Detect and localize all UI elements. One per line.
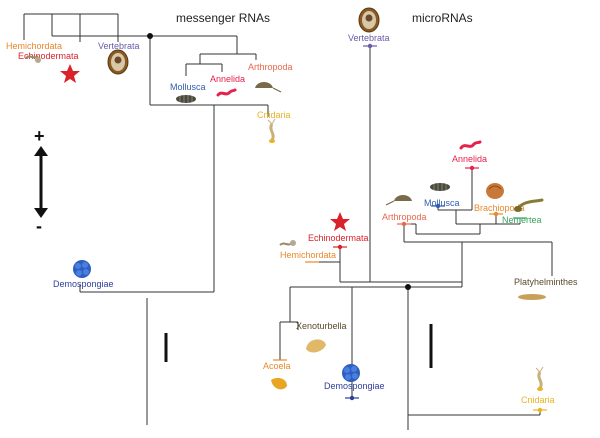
mrna-scale-indicator: + - (34, 126, 48, 236)
mirna-label-annelida: Annelida (452, 154, 487, 164)
mirna-label-echinodermata: Echinodermata (308, 233, 369, 243)
mrna-cnidaria-hydra-picture (267, 118, 276, 143)
mirna-xenoturbella-picture (306, 339, 326, 353)
mirna-label-nemertea: Nemertea (502, 215, 542, 225)
mrna-label-echinodermata: Echinodermata (18, 51, 79, 61)
mirna-label-xenoturbella: Xenoturbella (296, 321, 347, 331)
mrna-title: messenger RNAs (176, 11, 270, 25)
mirna-hemichordata-worm-picture (279, 240, 296, 246)
scale-plus-symbol: + (34, 126, 45, 146)
mirna-label-acoela: Acoela (263, 361, 291, 371)
mirna-cnidaria-hydra-picture (535, 366, 544, 391)
mirna-arthropoda-horseshoe-crab-picture (385, 195, 412, 206)
mrna-hemichordata-worm-picture (25, 55, 41, 63)
mrna-label-hemichordata: Hemichordata (6, 41, 62, 51)
mirna-nemertea-worm-picture (514, 198, 544, 212)
mirna-label-demospongiae: Demospongiae (324, 381, 385, 391)
mirna-label-brachiopoda: Brachiopoda (474, 203, 525, 213)
mrna-annelida-worm-picture (216, 88, 237, 97)
mrna-echinodermata-starfish-picture (60, 64, 80, 83)
mirna-tip-markers (273, 43, 547, 413)
mirna-echinodermata-starfish-picture (330, 212, 350, 231)
mrna-vertebrata-portrait-picture (107, 49, 129, 75)
mrna-label-arthropoda: Arthropoda (248, 62, 293, 72)
mirna-label-hemichordata: Hemichordata (280, 250, 336, 260)
mirna-label-cnidaria: Cnidaria (521, 395, 555, 405)
mrna-label-annelida: Annelida (210, 74, 245, 84)
mirna-label-arthropoda: Arthropoda (382, 212, 427, 222)
mirna-label-platyhelminthes: Platyhelminthes (514, 277, 578, 287)
mirna-vertebrata-portrait-picture (358, 7, 380, 33)
mrna-panel: messenger RNAs (6, 11, 293, 425)
mrna-label-demospongiae: Demospongiae (53, 279, 114, 289)
mirna-acoela-picture (271, 378, 287, 390)
mirna-panel: microRNAs (263, 7, 578, 430)
mirna-label-vertebrata: Vertebrata (348, 33, 390, 43)
scale-minus-symbol: - (36, 216, 42, 236)
mrna-label-cnidaria: Cnidaria (257, 110, 291, 120)
mrna-label-vertebrata: Vertebrata (98, 41, 140, 51)
mirna-annelida-worm-picture (459, 140, 482, 150)
mirna-mollusca-chiton-picture (430, 183, 450, 191)
mirna-label-mollusca: Mollusca (424, 198, 460, 208)
mrna-tree-branches (23, 13, 269, 425)
mirna-demospongiae-sponge-picture (342, 364, 360, 382)
mrna-label-mollusca: Mollusca (170, 82, 206, 92)
mirna-title: microRNAs (412, 11, 473, 25)
mirna-root-node (405, 284, 411, 290)
mirna-brachiopoda-shell-picture (486, 183, 504, 199)
mirna-platyhelminthes-flatworm-picture (518, 294, 546, 300)
mrna-demospongiae-sponge-picture (73, 260, 91, 278)
mrna-arthropoda-horseshoe-crab-picture (255, 82, 282, 93)
mrna-mollusca-chiton-picture (176, 95, 196, 103)
mrna-bilateria-node (147, 33, 153, 39)
